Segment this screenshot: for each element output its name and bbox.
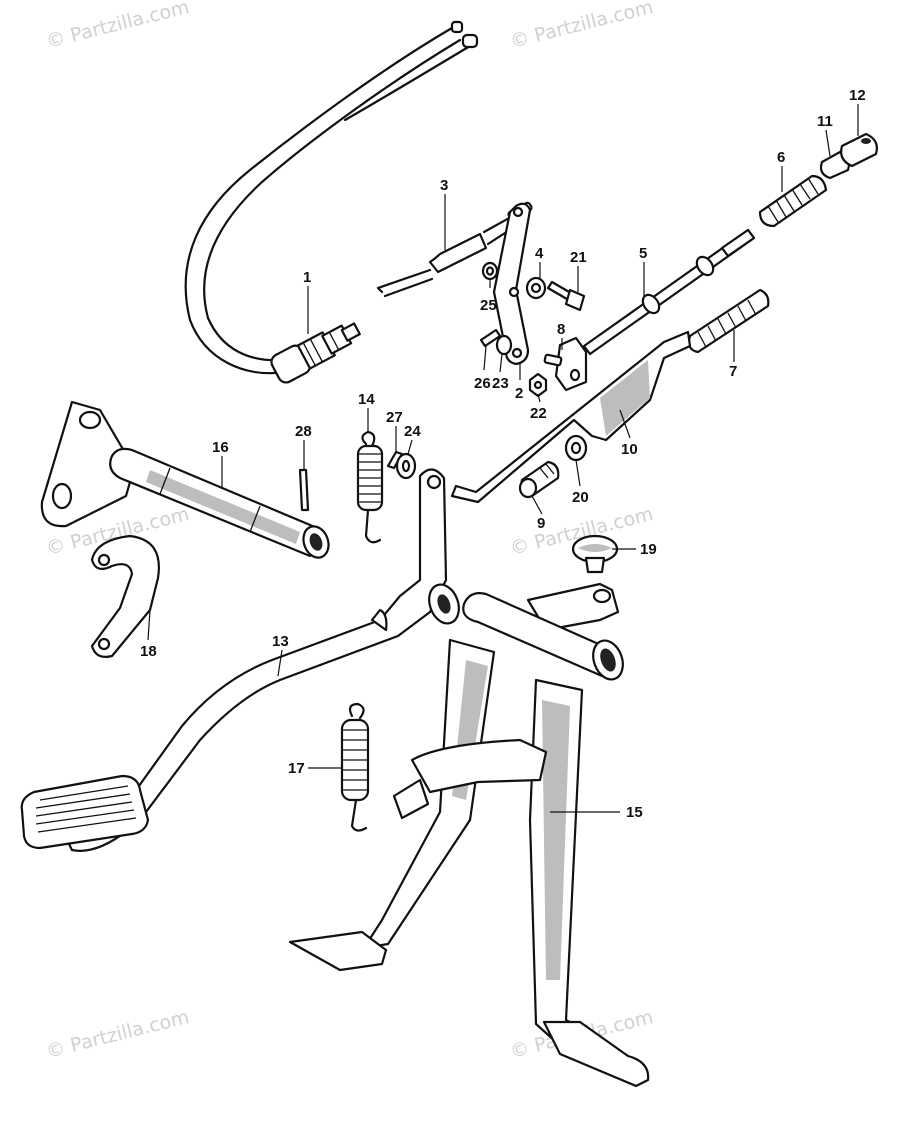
callout-28: 28	[295, 423, 312, 440]
callout-23: 23	[492, 375, 509, 392]
part-14-spring	[356, 430, 384, 544]
callout-16: 16	[212, 439, 229, 456]
watermark-bottom-left: © Partzilla.com	[44, 1006, 192, 1063]
watermark-top-left: © Partzilla.com	[44, 0, 192, 53]
callout-14: 14	[358, 391, 375, 408]
part-18-spring-hook	[90, 534, 160, 658]
callout-4: 4	[535, 245, 544, 262]
part-16-pivot-shaft	[40, 400, 330, 559]
watermark-top-right: © Partzilla.com	[508, 0, 656, 53]
callout-9: 9	[537, 515, 545, 532]
part-12-nut	[840, 132, 878, 168]
part-19-cap	[571, 534, 619, 574]
callout-22: 22	[530, 405, 547, 422]
callout-3: 3	[440, 177, 448, 194]
callout-27: 27	[386, 409, 403, 426]
callout-8: 8	[557, 321, 565, 338]
callout-2: 2	[515, 385, 523, 402]
callout-5: 5	[639, 245, 647, 262]
part-17-stand-spring	[340, 702, 370, 832]
part-24-washer	[395, 452, 417, 480]
leader-lines	[147, 104, 859, 813]
callout-18: 18	[140, 643, 157, 660]
callout-labels: 1 2 3 4 5 6 7 8 9 10 11 12 13 14 15 16 1…	[140, 87, 866, 821]
callout-1: 1	[303, 269, 311, 286]
part-2-switch-arm	[492, 202, 532, 366]
callout-17: 17	[288, 760, 305, 777]
part-5-brake-rod	[582, 228, 756, 356]
callout-24: 24	[404, 423, 421, 440]
small-hardware	[479, 261, 588, 398]
part-20-washer	[564, 434, 588, 462]
callout-12: 12	[849, 87, 866, 104]
part-28-cotter-pin	[298, 468, 310, 512]
callout-10: 10	[621, 441, 638, 458]
callout-25: 25	[480, 297, 497, 314]
callout-15: 15	[626, 804, 643, 821]
part-10-brake-arm	[450, 330, 692, 504]
callout-19: 19	[640, 541, 657, 558]
callout-21: 21	[570, 249, 587, 266]
callout-11: 11	[817, 113, 833, 130]
part-7-return-spring	[687, 288, 770, 354]
part-1-stop-switch	[184, 20, 479, 384]
callout-26: 26	[474, 375, 491, 392]
callout-20: 20	[572, 489, 589, 506]
part-9-pin	[518, 460, 560, 499]
callout-7: 7	[729, 363, 737, 380]
callout-13: 13	[272, 633, 289, 650]
part-15-main-stand	[288, 582, 650, 1088]
part-6-rod-spring	[758, 174, 828, 228]
part-13-brake-pedal	[20, 468, 448, 852]
callout-6: 6	[777, 149, 785, 166]
